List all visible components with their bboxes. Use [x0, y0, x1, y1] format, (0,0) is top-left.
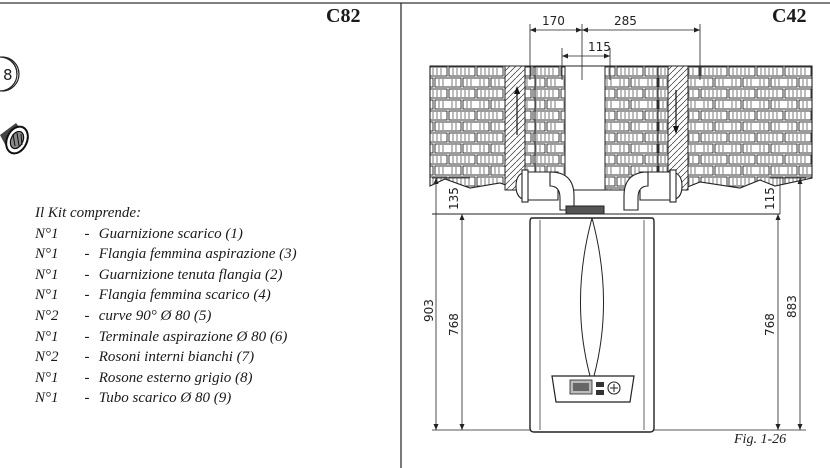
list-item: N°1- Guarnizione scarico (1) [35, 225, 243, 242]
list-item: N°1- Flangia femmina scarico (4) [35, 287, 271, 304]
dim-left-inner: 768 [447, 313, 461, 336]
dim-right-top: 115 [763, 187, 777, 210]
figure-label: Fig. 1-26 [734, 432, 787, 447]
list-item: N°2- Rosoni interni bianchi (7) [35, 349, 255, 366]
dim-left-outer: 903 [422, 299, 436, 322]
left-panel-code: C82 [326, 5, 361, 27]
kit-contents: Il Kit comprende: N°1- Guarnizione scari… [35, 203, 297, 409]
dim-top-center: 115 [588, 40, 611, 54]
dim-top-left: 170 [542, 14, 565, 28]
duct-left [504, 65, 526, 191]
dimension-lines [432, 24, 806, 431]
elbow-pipes [515, 169, 683, 211]
rosette-icon [0, 123, 29, 155]
ceiling-slab [429, 65, 813, 191]
kit-title: Il Kit comprende: [35, 205, 142, 221]
duct-center [564, 65, 606, 191]
list-item: N°1- Rosone esterno grigio (8) [35, 369, 253, 386]
callout-circle-icon [1, 56, 20, 92]
dim-right-inner: 768 [763, 313, 777, 336]
list-item: N°1- Tubo scarico Ø 80 (9) [35, 390, 232, 407]
list-item: N°1- Guarnizione tenuta flangia (2) [35, 266, 283, 283]
boiler-front-curve [579, 217, 593, 377]
boiler-technical-drawing: 170 285 115 903 768 135 115 768 883 [422, 14, 813, 433]
list-item: N°1- Terminale aspirazione Ø 80 (6) [35, 328, 288, 345]
dim-left-top: 135 [447, 187, 461, 210]
dim-right-outer: 883 [785, 295, 799, 318]
callout-number: 8 [3, 66, 13, 84]
dim-top-right: 285 [614, 14, 637, 28]
list-item: N°2- curve 90° Ø 80 (5) [35, 307, 212, 324]
control-panel [551, 375, 635, 403]
right-panel-code: C42 [772, 5, 807, 27]
kit-part-illustration: 8 [0, 56, 29, 155]
list-item: N°1- Flangia femmina aspirazione (3) [35, 246, 297, 263]
